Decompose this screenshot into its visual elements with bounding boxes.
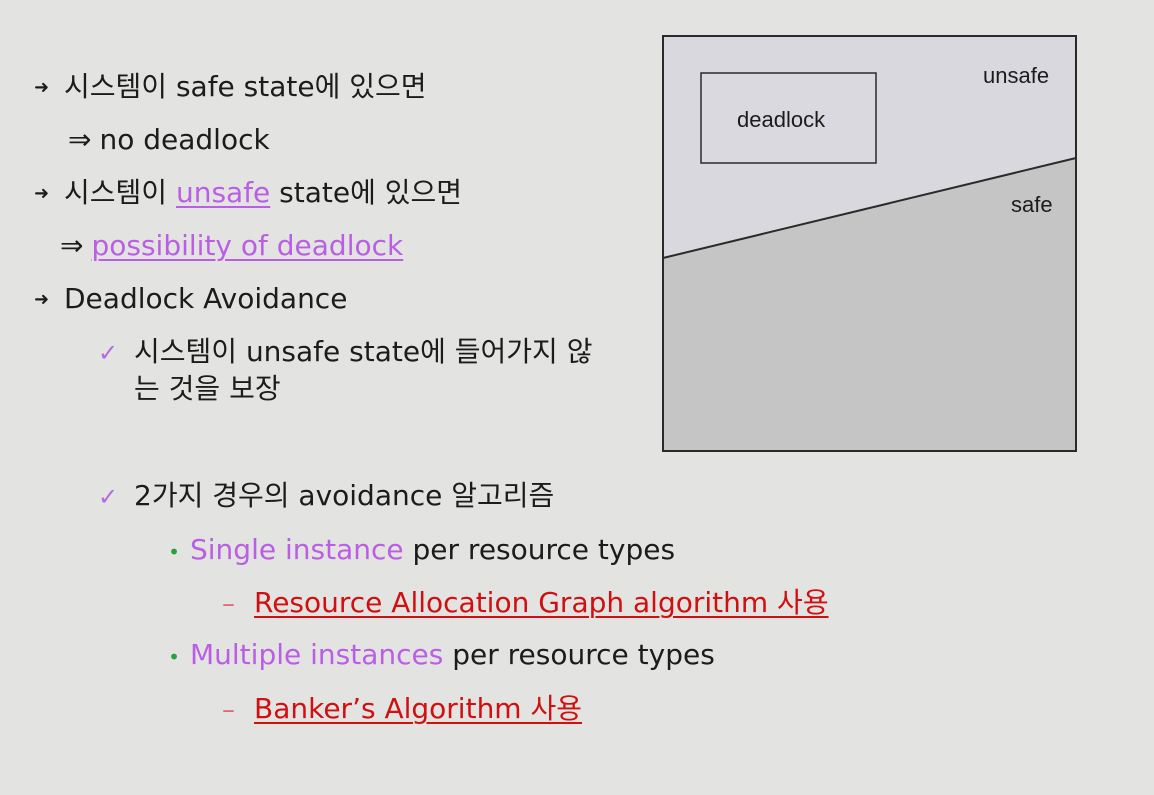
possibility-link[interactable]: possibility of deadlock	[91, 229, 404, 262]
multiple-instances-highlight: Multiple instances	[190, 638, 444, 671]
multiple-instances-rest: per resource types	[443, 638, 715, 671]
check-item-guarantee-cont: 는 것을 보장	[134, 372, 281, 406]
implies-icon: ⇒	[68, 123, 92, 156]
sub-rag-item: –Resource Allocation Graph algorithm 사용	[222, 586, 829, 621]
check-item-algorithms: ✓ 2가지 경우의 avoidance 알고리즘	[98, 479, 554, 514]
state-diagram-svg	[662, 35, 1077, 452]
bullet-unsafe-state: ➜ 시스템이 unsafe state에 있으면	[34, 176, 462, 211]
arrow-down-bullet-icon: ➜	[34, 289, 50, 310]
bullet-unsafe-prefix: 시스템이	[64, 176, 176, 209]
bullet-safe-suffix: 에 있으면	[314, 70, 427, 103]
dot-bullet-icon: •	[168, 645, 180, 669]
check-guarantee-line1: 시스템이 unsafe state에 들어가지 않	[134, 335, 593, 368]
check-item-guarantee: ✓ 시스템이 unsafe state에 들어가지 않	[98, 335, 592, 370]
check-guarantee-line2: 는 것을 보장	[134, 372, 281, 405]
check-mark-icon: ✓	[98, 339, 119, 367]
dash-bullet-icon: –	[222, 695, 235, 725]
diagram-border	[662, 35, 1077, 452]
result-no-deadlock: ⇒no deadlock	[68, 123, 270, 157]
deadlock-label: deadlock	[737, 107, 826, 132]
deadlock-avoidance-text: Deadlock Avoidance	[64, 282, 348, 315]
banker-algorithm-link[interactable]: Banker’s Algorithm 사용	[254, 692, 583, 725]
dot-bullet-icon: •	[168, 540, 180, 564]
deadlock-box	[700, 72, 877, 164]
check-mark-icon: ✓	[98, 483, 119, 511]
state-diagram: unsafe safe deadlock	[662, 35, 1077, 452]
single-instance-rest: per resource types	[403, 533, 676, 566]
arrow-down-bullet-icon: ➜	[34, 77, 50, 98]
bullet-safe-state: ➜ 시스템이 safe state에 있으면	[34, 70, 427, 105]
check-algorithms-text: 2가지 경우의 avoidance 알고리즘	[134, 479, 555, 512]
bullet-safe-emph: safe state	[175, 70, 315, 103]
result-possibility: ⇒possibility of deadlock	[60, 229, 403, 263]
dash-bullet-icon: –	[222, 589, 235, 619]
rag-algorithm-link[interactable]: Resource Allocation Graph algorithm 사용	[254, 586, 829, 619]
single-instance-highlight: Single instance	[190, 533, 404, 566]
sub-multiple-instances: • Multiple instances per resource types	[158, 638, 715, 674]
sub-single-instance: • Single instance per resource types	[158, 533, 675, 569]
result-no-deadlock-text: no deadlock	[99, 123, 270, 156]
safe-region	[663, 158, 1076, 451]
arrow-down-bullet-icon: ➜	[34, 183, 50, 204]
unsafe-link[interactable]: unsafe	[175, 176, 271, 209]
unsafe-label: unsafe	[983, 63, 1050, 88]
bullet-deadlock-avoidance: ➜ Deadlock Avoidance	[34, 282, 347, 317]
safe-unsafe-boundary	[662, 157, 1077, 259]
sub-banker-item: –Banker’s Algorithm 사용	[222, 692, 582, 727]
bullet-safe-prefix: 시스템이	[64, 70, 176, 103]
bullet-unsafe-suffix: state에 있으면	[270, 176, 463, 209]
safe-label: safe	[1011, 192, 1053, 217]
implies-icon: ⇒	[60, 229, 84, 262]
